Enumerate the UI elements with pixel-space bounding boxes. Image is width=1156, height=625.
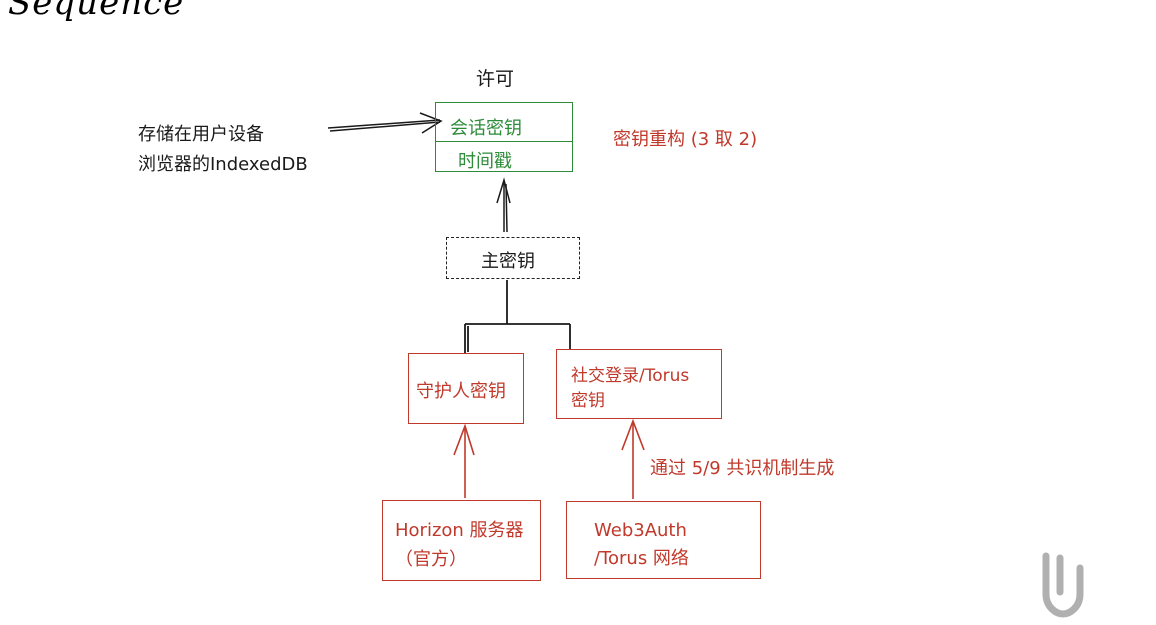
page-title: Sequence: [8, 0, 185, 23]
master-branch-lines: [464, 280, 571, 353]
web3auth-label: Web3Auth /Torus 网络: [594, 517, 754, 573]
storage-arrow: [327, 112, 443, 134]
master-key-label: 主密钥: [481, 251, 535, 272]
horizon-server-box: [382, 500, 541, 581]
social-key-label: 社交登录/Torus 密钥: [571, 364, 721, 414]
guardian-key-box: [408, 353, 524, 424]
social-key-box: [556, 349, 722, 419]
web3auth-to-social-arrow: [621, 418, 645, 499]
storage-note-line1: 存储在用户设备: [138, 124, 264, 145]
attachment-logo-icon: [1042, 552, 1084, 618]
guardian-key-label: 守护人密钥: [416, 381, 506, 402]
storage-note: 存储在用户设备 浏览器的IndexedDB: [138, 120, 308, 180]
web3auth-line1: Web3Auth: [594, 520, 687, 541]
timestamp-label: 时间戳: [458, 151, 512, 172]
session-key-box: [435, 102, 573, 172]
web3auth-line2: /Torus 网络: [594, 548, 689, 569]
horizon-server-label: Horizon 服务器 （官方）: [395, 516, 540, 574]
social-key-line2: 密钥: [571, 391, 605, 411]
master-to-session-arrow: [496, 177, 511, 233]
horizon-to-guardian-arrow: [453, 423, 475, 498]
session-box-divider: [435, 141, 573, 142]
storage-note-line2: 浏览器的IndexedDB: [138, 154, 308, 175]
reconstruct-note: 密钥重构 (3 取 2): [613, 129, 758, 150]
horizon-line2: （官方）: [395, 549, 467, 570]
consensus-note: 通过 5/9 共识机制生成: [650, 458, 835, 479]
horizon-line1: Horizon 服务器: [395, 520, 524, 541]
social-key-line1: 社交登录/Torus: [571, 366, 690, 386]
web3auth-box: [566, 501, 761, 579]
master-key-box: [446, 237, 580, 279]
permit-label: 许可: [476, 68, 515, 90]
session-key-label: 会话密钥: [450, 118, 522, 139]
